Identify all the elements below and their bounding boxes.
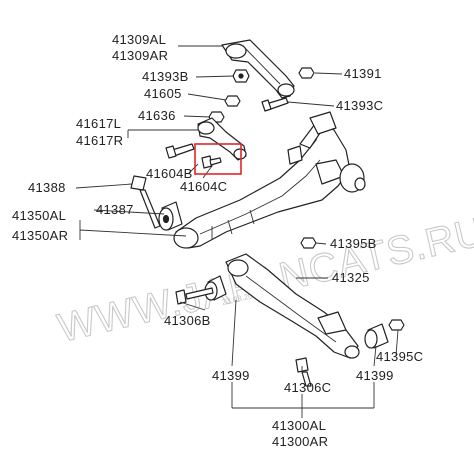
label-41306c[interactable]: 41306C	[284, 380, 331, 395]
upper-arm-41309	[221, 39, 295, 99]
label-41325[interactable]: 41325	[332, 270, 370, 285]
highlight-box	[194, 143, 242, 175]
label-41395c[interactable]: 41395C	[376, 349, 423, 364]
label-41391[interactable]: 41391	[344, 66, 382, 81]
nut-41393b	[232, 69, 250, 83]
label-41300ar[interactable]: 41300AR	[272, 434, 328, 449]
label-41393b[interactable]: 41393B	[142, 69, 189, 84]
bolt-41604b-left	[165, 143, 195, 159]
label-41309ar[interactable]: 41309AR	[112, 48, 168, 63]
part-labels: 41309AL 41309AR 41393B 41391 41605 41393…	[12, 32, 423, 449]
label-41350al[interactable]: 41350AL	[12, 208, 66, 223]
label-41306b[interactable]: 41306B	[164, 313, 211, 328]
label-41617l[interactable]: 41617L	[76, 116, 121, 131]
bolt-41393c	[261, 97, 289, 112]
label-41617r[interactable]: 41617R	[76, 133, 123, 148]
label-41395b[interactable]: 41395B	[330, 236, 377, 251]
label-41399-right[interactable]: 41399	[356, 368, 394, 383]
bolt-41306b	[175, 287, 214, 305]
label-41309al[interactable]: 41309AL	[112, 32, 166, 47]
leader-lines	[75, 45, 399, 418]
label-41387[interactable]: 41387	[96, 202, 134, 217]
label-41388[interactable]: 41388	[28, 180, 66, 195]
label-41300al[interactable]: 41300AL	[272, 418, 326, 433]
label-41636[interactable]: 41636	[138, 108, 176, 123]
lower-arm-41325	[225, 253, 360, 359]
label-41605[interactable]: 41605	[144, 86, 182, 101]
bushing-41387	[158, 201, 183, 231]
nut-41395b	[300, 237, 317, 249]
link-41617	[197, 117, 247, 161]
label-41604c[interactable]: 41604C	[180, 179, 227, 194]
label-41399-left[interactable]: 41399	[212, 368, 250, 383]
nut-41391	[298, 67, 315, 79]
nut-41605	[224, 95, 241, 107]
label-41350ar[interactable]: 41350AR	[12, 228, 68, 243]
nut-41395c	[388, 319, 405, 331]
bolt-41306c	[295, 357, 312, 387]
trailing-arm-41350	[173, 111, 366, 249]
bushing-41395c	[364, 323, 389, 349]
label-41604b[interactable]: 41604B	[146, 166, 193, 181]
bolt-41388	[130, 175, 161, 229]
bolt-41604b	[201, 155, 222, 169]
label-41393c[interactable]: 41393C	[336, 98, 383, 113]
